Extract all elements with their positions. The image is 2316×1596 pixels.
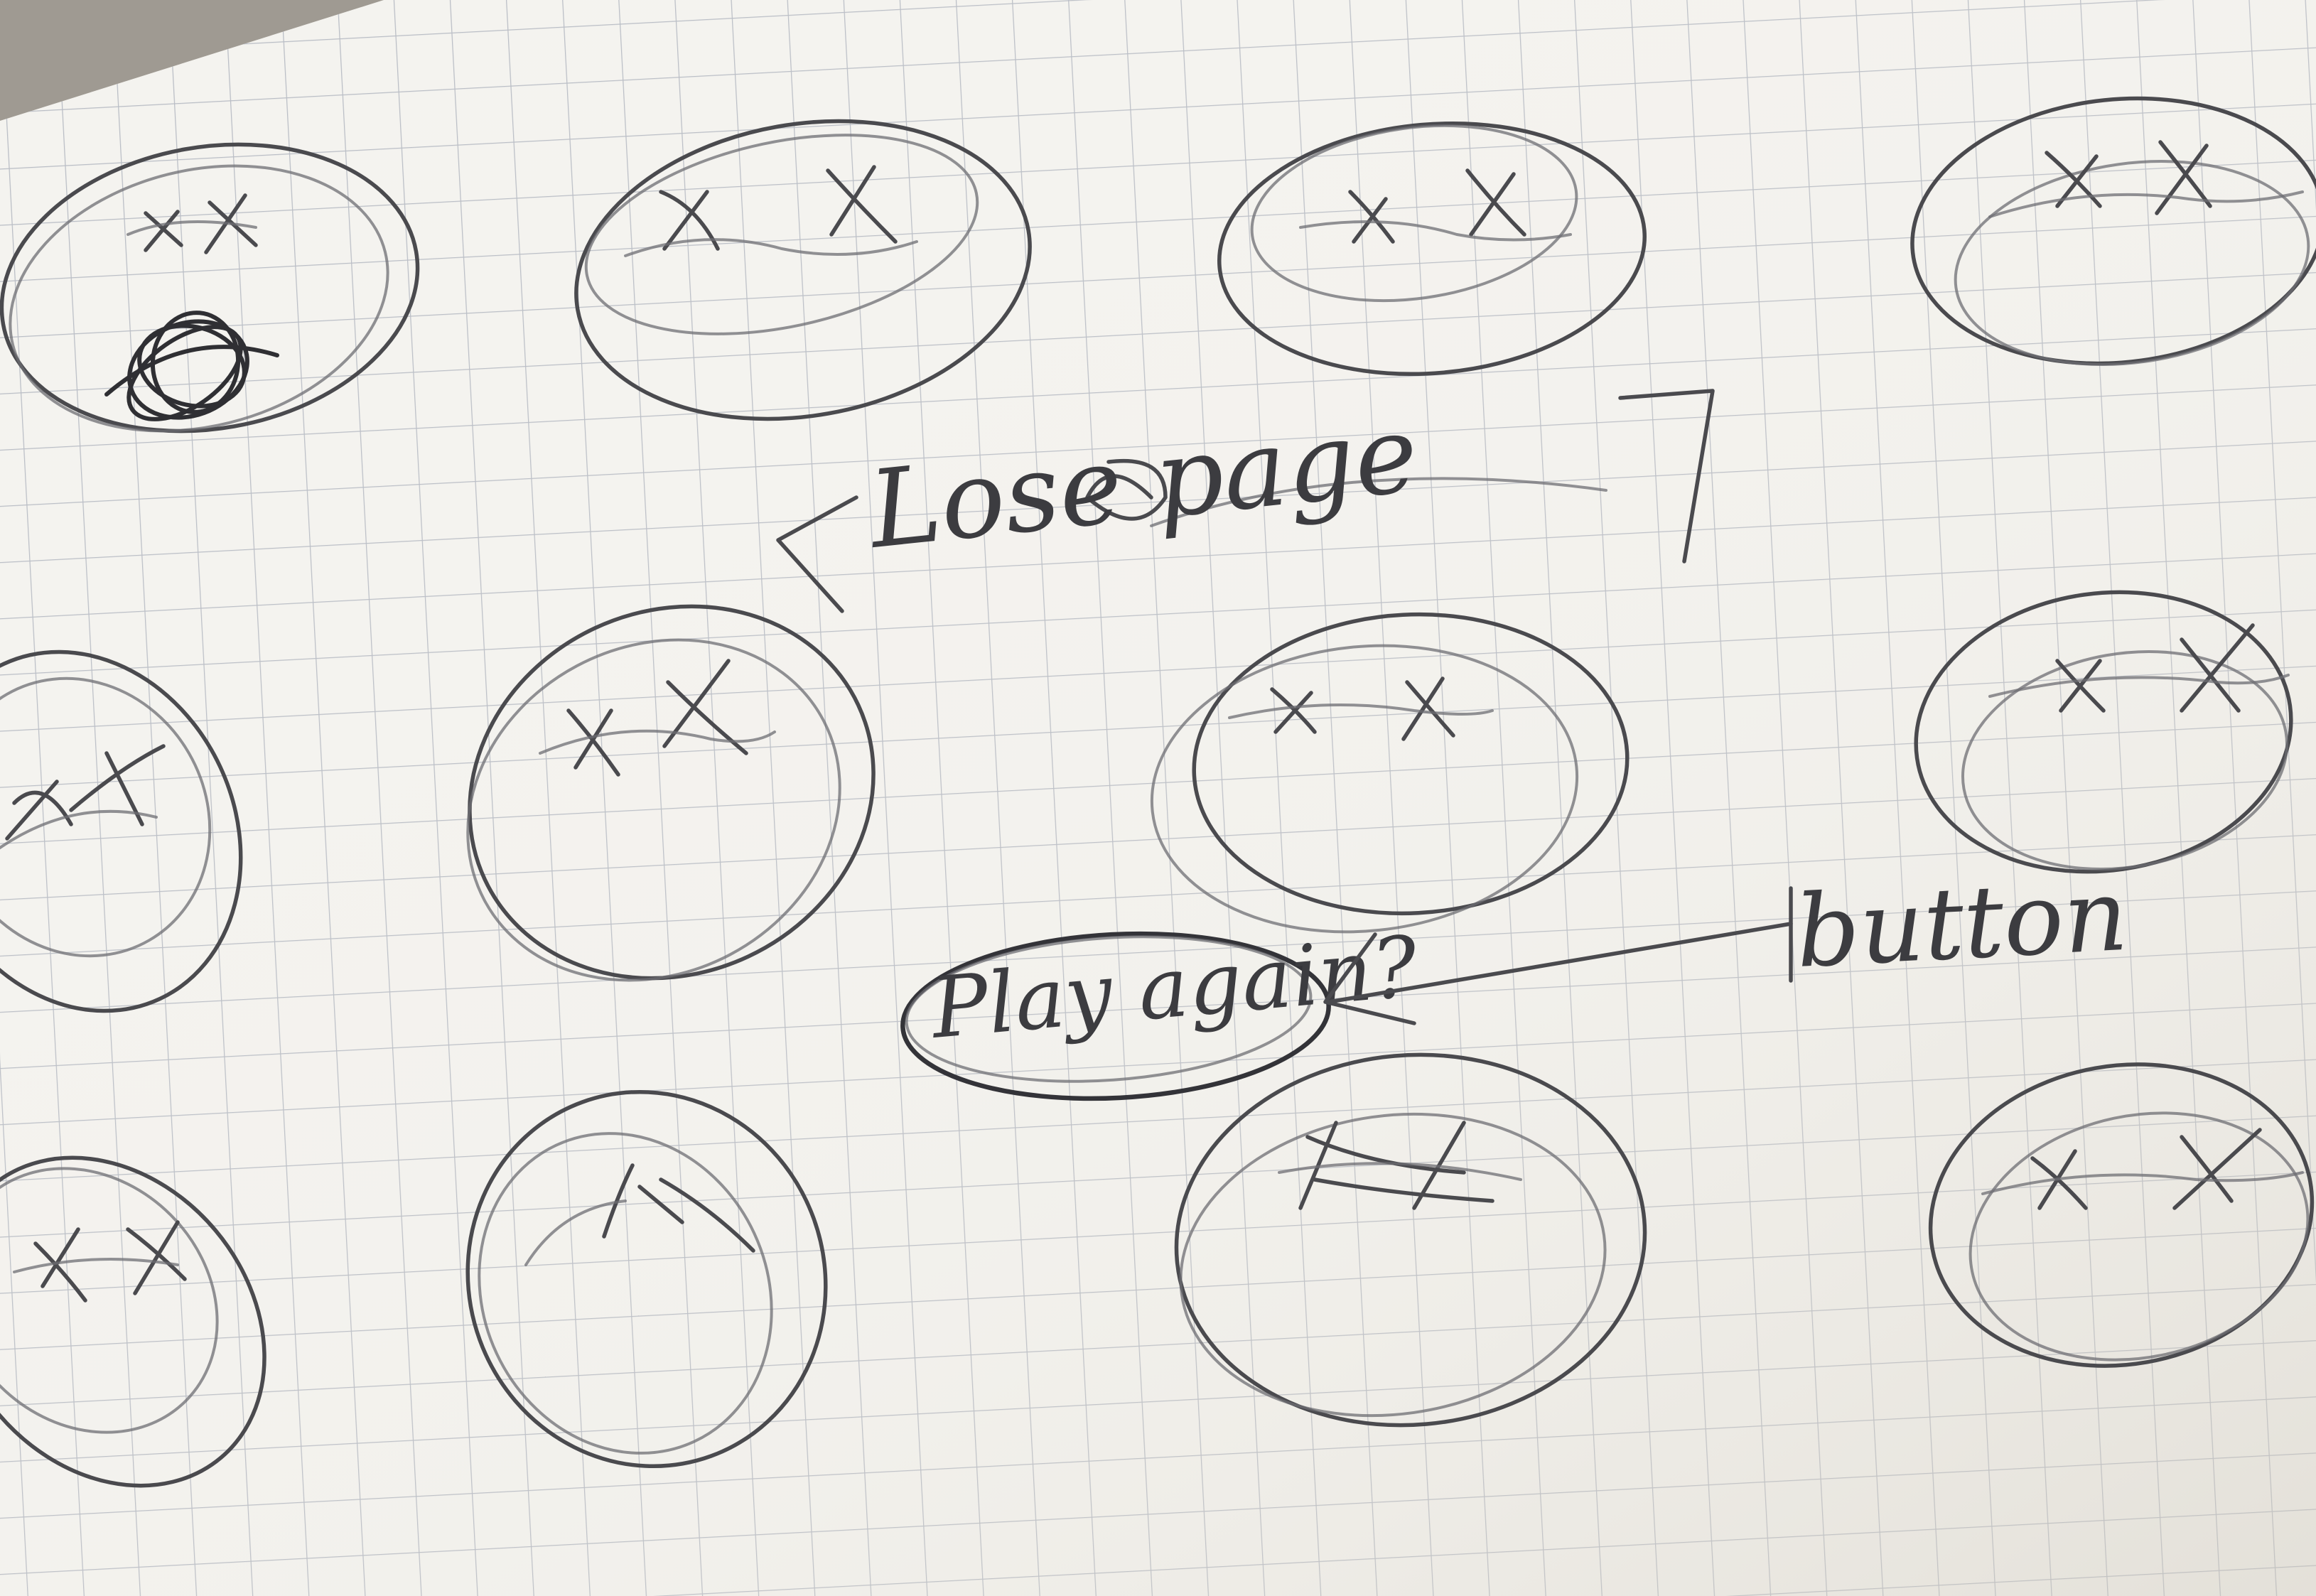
button-annotation-label: button <box>1793 858 2131 991</box>
face-row1-col1 <box>0 142 420 433</box>
face-row1-col3 <box>1217 121 1647 377</box>
face-row1-col4 <box>1910 96 2316 366</box>
face-row2-col1 <box>0 649 243 1013</box>
face-row2-col2 <box>466 604 876 982</box>
face-row3-col3 <box>1174 1052 1647 1428</box>
face-row2-col4 <box>1914 590 2293 874</box>
face-row3-col1 <box>0 1155 266 1488</box>
face-row2-col3 <box>1150 612 1630 934</box>
button-annotation: button <box>1323 858 2131 1025</box>
scribble-mouth <box>104 311 279 421</box>
face-row3-col2 <box>465 1089 828 1469</box>
face-row1-col2 <box>574 119 1032 421</box>
face-row3-col4 <box>1928 1062 2315 1368</box>
